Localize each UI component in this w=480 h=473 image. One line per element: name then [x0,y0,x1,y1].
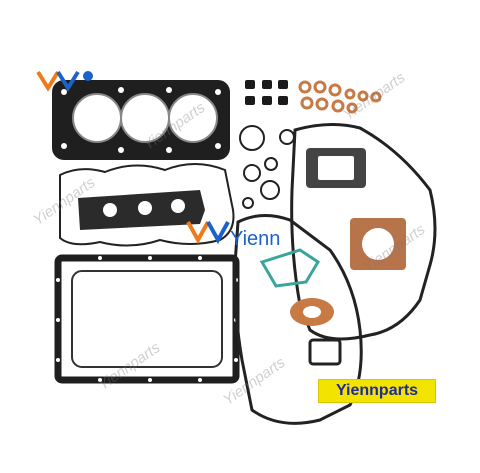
center-logo-icon [186,221,230,245]
center-logo-text: Yienn [230,228,281,250]
square-gasket-black [306,148,366,188]
logo-icon [36,70,93,92]
small-square-gasket [308,338,342,366]
manifold-gasket [78,190,205,230]
brand-badge: Yiennparts [318,379,436,403]
square-gasket-copper [350,218,406,270]
o-rings [239,125,295,209]
copper-washers [298,80,382,114]
timing-cover-gasket [290,122,437,341]
rocker-cover-gasket [59,163,235,247]
copper-round-gasket [290,298,334,326]
teal-gasket [259,248,321,288]
head-gasket [52,80,230,160]
valve-stem-seals [245,80,288,105]
